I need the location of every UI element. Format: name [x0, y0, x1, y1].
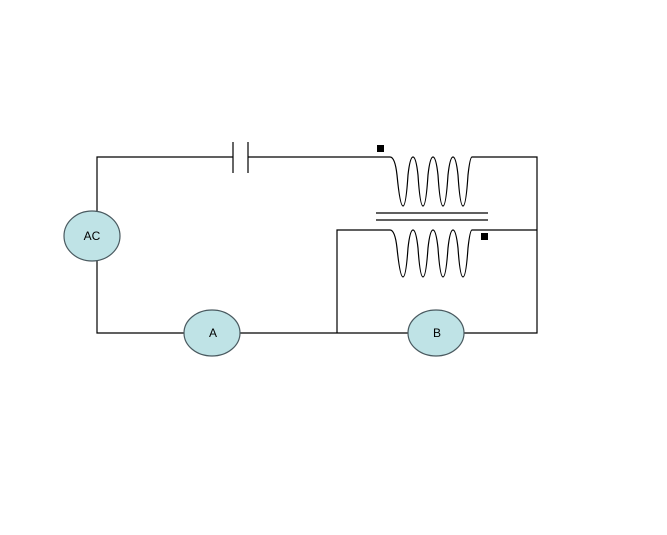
secondary-coil	[389, 229, 473, 278]
ammeter-a-body	[183, 309, 241, 357]
wires-right-loop	[336, 156, 538, 334]
secondary-polarity-dot	[481, 233, 488, 240]
ac-source: AC	[63, 210, 121, 262]
primary-coil	[389, 156, 473, 207]
wire-right-outer	[464, 156, 538, 334]
wires-left-loop	[96, 156, 390, 334]
ammeter-a-label: A	[209, 326, 217, 340]
ammeter-a: A	[183, 309, 241, 357]
primary-polarity-dot	[377, 145, 384, 152]
ac-source-label: AC	[84, 229, 101, 243]
meter-b-label: B	[433, 326, 441, 340]
transformer	[376, 145, 488, 278]
capacitor	[232, 142, 249, 173]
wire-top-left	[96, 156, 233, 212]
wire-secondary-left	[336, 229, 390, 333]
meter-b-body	[407, 309, 465, 357]
ac-source-body	[63, 210, 121, 262]
meter-b: B	[407, 309, 465, 357]
wire-bottom-left	[96, 260, 185, 334]
